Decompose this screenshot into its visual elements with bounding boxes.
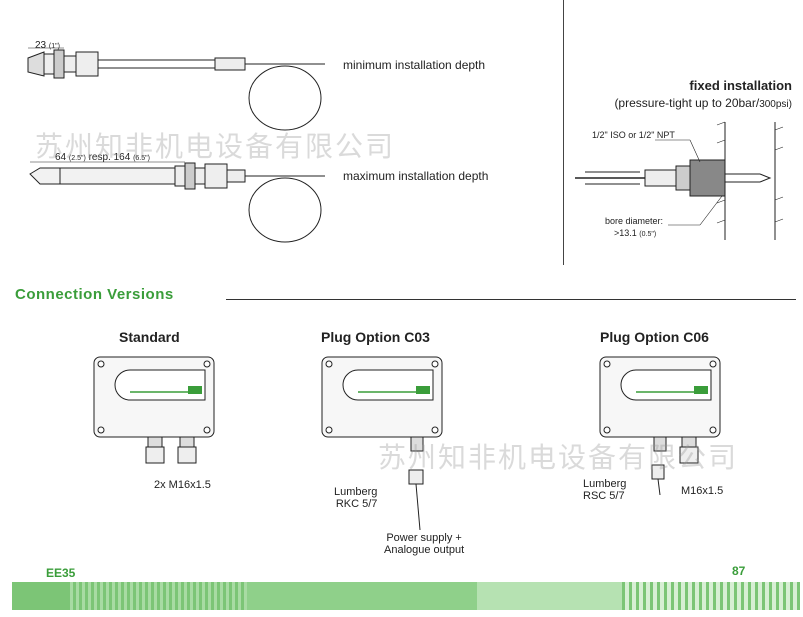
c06-gland-label: M16x1.5 — [681, 485, 724, 497]
bore-label: bore diameter: — [605, 216, 664, 226]
standard-title: Standard — [119, 329, 180, 345]
max-depth-label: maximum installation depth — [343, 169, 489, 183]
max-dimension: 64 (2.5") resp. 164 (6.5") — [55, 152, 150, 163]
section-title: Connection Versions — [15, 286, 174, 303]
section-rule — [226, 299, 796, 300]
vertical-divider — [563, 0, 564, 265]
standard-gland-label: 2x M16x1.5 — [154, 479, 211, 491]
c03-title: Plug Option C03 — [321, 329, 430, 345]
fixed-installation-title: fixed installation — [689, 78, 792, 93]
min-depth-label: minimum installation depth — [343, 58, 486, 72]
footer-band — [12, 582, 800, 610]
watermark-top: 苏州知非机电设备有限公司 — [35, 131, 396, 162]
min-dimension: 23 (1") — [35, 40, 60, 51]
footer-model: EE35 — [46, 566, 76, 580]
c06-title: Plug Option C06 — [600, 329, 709, 345]
watermark-bottom: 苏州知非机电设备有限公司 — [378, 442, 739, 473]
c06-plug-label: Lumberg RSC 5/7 — [583, 478, 627, 502]
bore-value: >13.1 (0.5") — [614, 228, 657, 238]
fixed-installation-subtitle: (pressure-tight up to 20bar/300psi) — [614, 96, 792, 110]
c03-cable-label: Power supply + Analogue output — [384, 532, 465, 556]
footer-page-number: 87 — [732, 564, 746, 578]
c03-plug-label: Lumberg RKC 5/7 — [334, 486, 378, 510]
thread-label: 1/2" ISO or 1/2" NPT — [592, 130, 675, 140]
